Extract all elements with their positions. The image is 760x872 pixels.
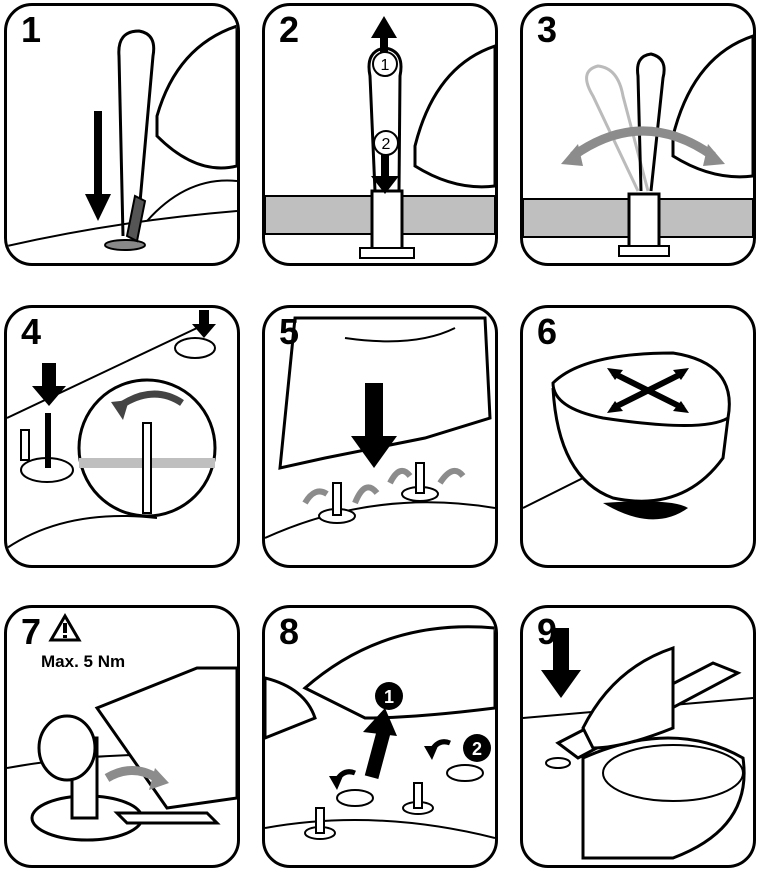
step-5-number: 5	[279, 311, 300, 352]
step-4-illustration	[7, 310, 217, 549]
step-9-panel: 9	[520, 605, 756, 868]
step-7-number: 7	[21, 611, 42, 652]
up-arrow	[364, 727, 392, 779]
step-3-number: 3	[537, 9, 558, 50]
step-6-number: 6	[537, 311, 558, 352]
down-arrow	[42, 363, 56, 388]
step-7-panel: 7 Max. 5 Nm	[4, 605, 240, 868]
step-9-illustration	[523, 628, 753, 860]
step-2-panel: 2 1 2	[262, 3, 498, 266]
callout-2: 2	[382, 136, 391, 153]
up-arrow	[380, 36, 388, 66]
rotate-arrow	[302, 488, 329, 505]
step-3-illustration	[523, 34, 753, 257]
step-3-panel: 3	[520, 3, 756, 266]
step-5-panel: 5	[262, 305, 498, 568]
move-arrows-icon	[611, 370, 685, 411]
step-9-number: 9	[537, 611, 558, 652]
step-4-panel: 4	[4, 305, 240, 568]
torque-note: Max. 5 Nm	[41, 652, 126, 671]
rotate-arrow	[104, 766, 160, 782]
step-5-illustration	[265, 316, 495, 539]
callout-1: 1	[381, 57, 390, 74]
swing-arrow	[570, 126, 716, 160]
step-8-illustration: 1 2	[265, 625, 495, 840]
rotate-arrow	[437, 467, 466, 485]
step-7-illustration	[7, 613, 237, 842]
down-arrow	[94, 111, 102, 196]
step-6-panel: 6	[520, 305, 756, 568]
step-6-illustration	[523, 351, 731, 520]
callout-2: 2	[472, 739, 482, 759]
step-1-illustration	[7, 24, 237, 251]
down-arrow	[381, 141, 389, 181]
down-arrow	[553, 628, 569, 673]
step-2-illustration: 1 2	[265, 16, 495, 259]
step-1-panel: 1	[4, 3, 240, 266]
callout-1: 1	[384, 687, 394, 707]
rotate-arrow	[352, 484, 380, 505]
down-arrow	[199, 310, 209, 326]
step-8-number: 8	[279, 611, 300, 652]
down-arrow	[365, 383, 383, 438]
step-2-number: 2	[279, 9, 300, 50]
step-8-panel: 8 1 2	[262, 605, 498, 868]
step-1-number: 1	[21, 9, 42, 50]
rotate-arrow	[387, 467, 413, 485]
step-4-number: 4	[21, 311, 42, 352]
